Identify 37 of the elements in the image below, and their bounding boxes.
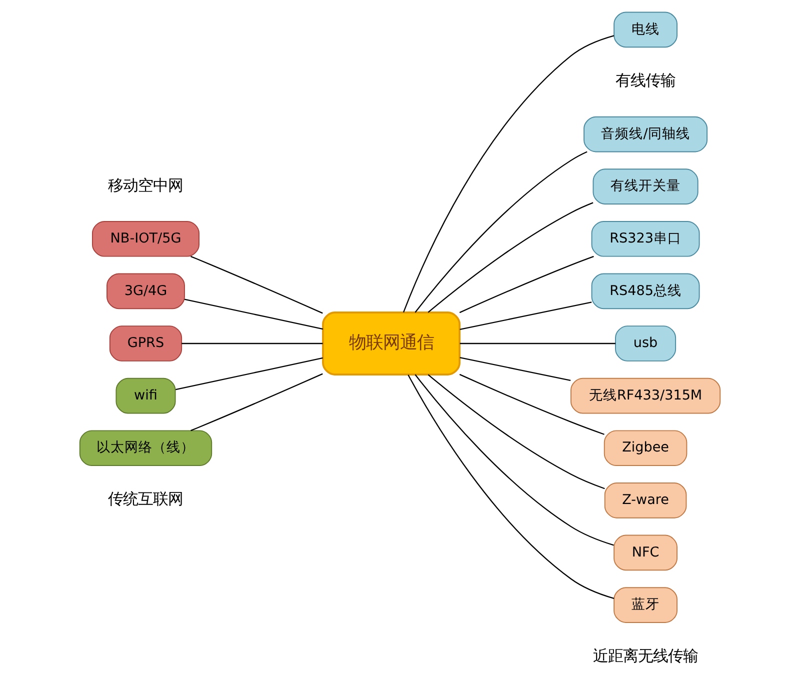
connector xyxy=(459,256,594,314)
node-box: 无线RF433/315M xyxy=(570,378,721,414)
connector xyxy=(460,302,592,330)
connector xyxy=(175,357,323,390)
node-box: 以太网络（线） xyxy=(79,430,212,466)
connector xyxy=(190,373,323,432)
connector xyxy=(414,151,588,313)
connector xyxy=(182,342,323,344)
node-box: Zigbee xyxy=(604,430,688,466)
node-box: wifi xyxy=(116,378,176,414)
node-box: RS323串口 xyxy=(591,220,700,257)
node-box: RS485总线 xyxy=(591,273,700,310)
connector xyxy=(459,374,604,435)
node-box: usb xyxy=(615,326,676,362)
node-box: NB-IOT/5G xyxy=(92,220,200,257)
label: 移动空中网 xyxy=(108,176,184,194)
node-box: 蓝牙 xyxy=(614,587,678,623)
node-box: Z-ware xyxy=(604,482,687,518)
connector xyxy=(428,202,594,313)
connector xyxy=(402,35,614,312)
connector xyxy=(184,298,324,330)
label: 近距离无线传输 xyxy=(593,647,698,666)
connector xyxy=(190,256,323,314)
label: 有线传输 xyxy=(616,72,676,90)
node-box: 音频线/同轴线 xyxy=(584,116,708,152)
connector xyxy=(460,342,616,344)
connector xyxy=(460,356,571,382)
node-box: 有线开关量 xyxy=(592,168,698,204)
node-box: NFC xyxy=(614,534,678,571)
node-box: 物联网通信 xyxy=(322,312,461,376)
connector xyxy=(428,374,605,490)
node-box: 电线 xyxy=(614,12,678,48)
label: 传统互联网 xyxy=(108,490,184,508)
connector xyxy=(414,374,614,546)
node-box: GPRS xyxy=(109,326,182,362)
node-box: 3G/4G xyxy=(106,273,185,310)
connector xyxy=(408,374,614,599)
